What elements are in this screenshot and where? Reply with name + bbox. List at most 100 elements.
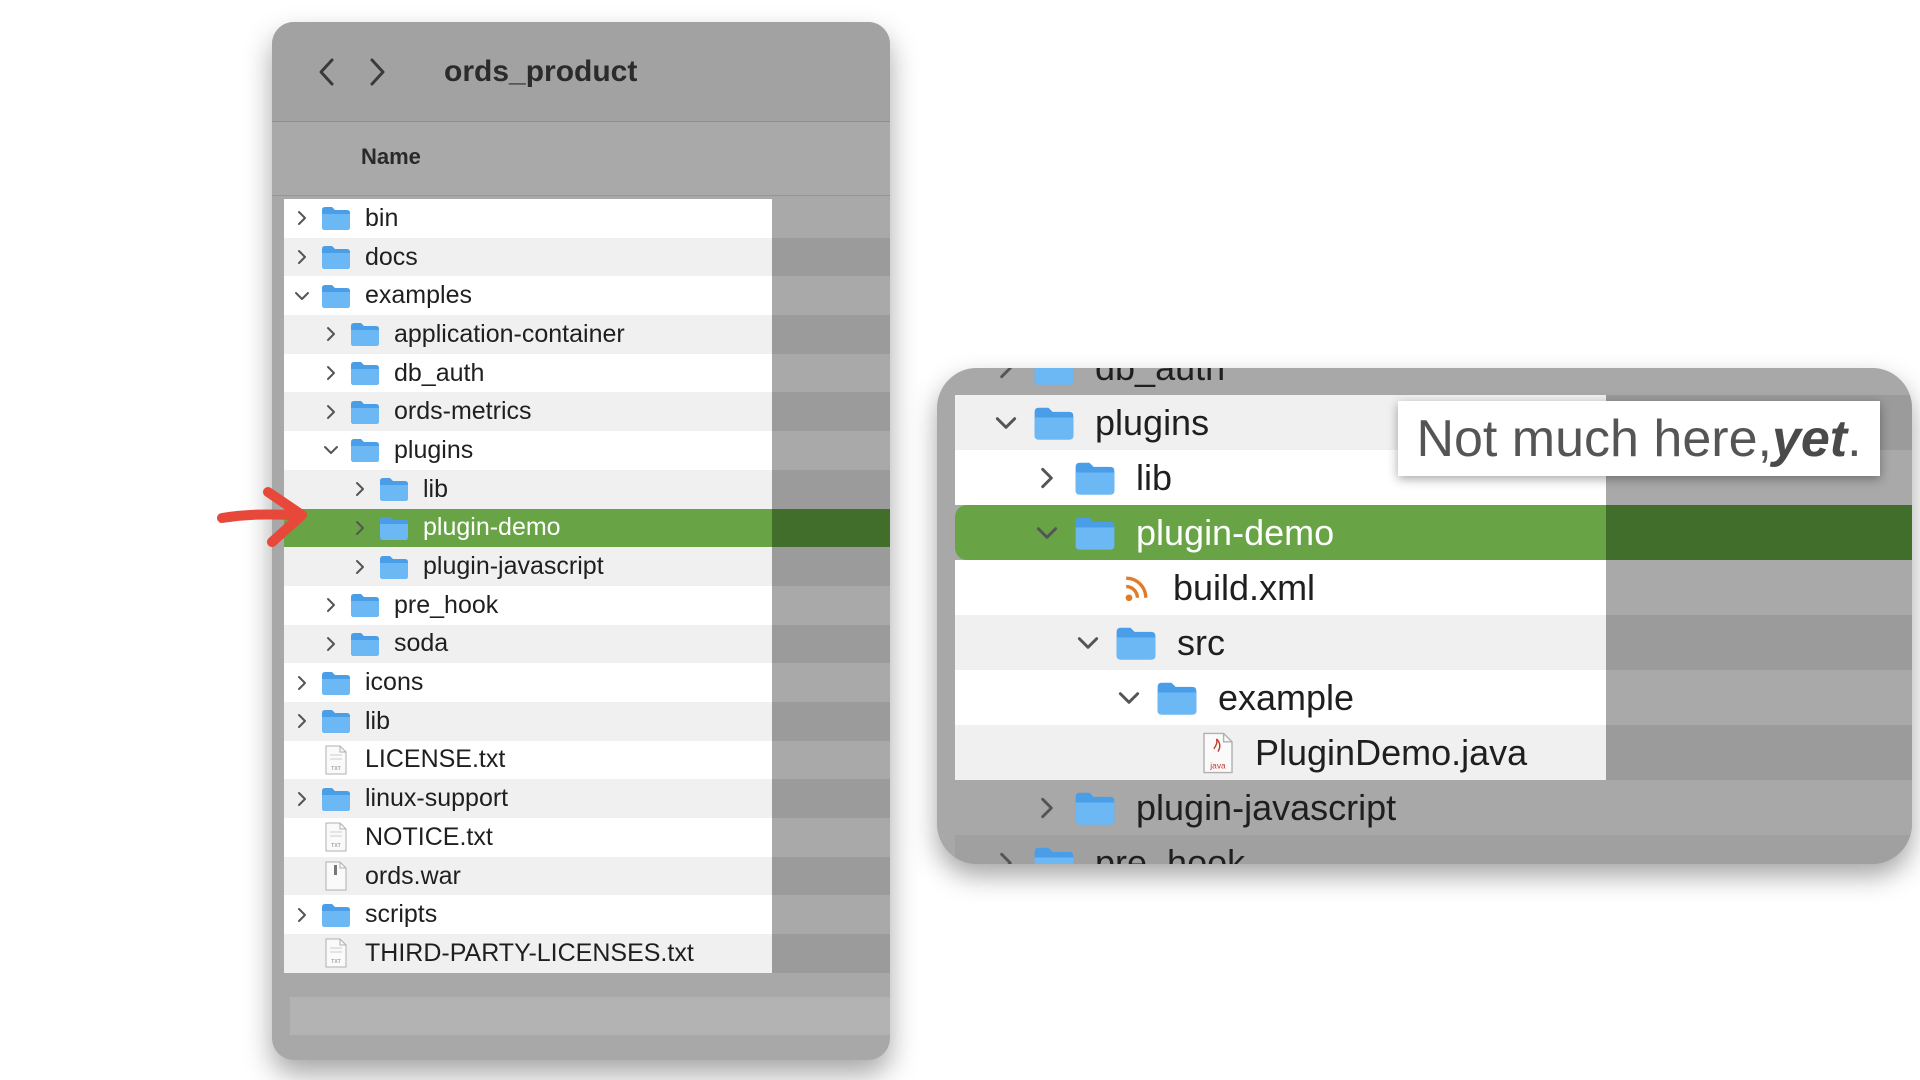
row-background-right — [1606, 835, 1912, 864]
tree-row[interactable]: ords.war — [284, 856, 890, 896]
tree-row[interactable]: pre_hook — [284, 585, 890, 625]
zoomed-tree-row[interactable]: pre_hook — [955, 835, 1912, 864]
disclosure-toggle[interactable] — [293, 906, 311, 924]
disclosure-toggle[interactable] — [1034, 795, 1060, 821]
file-icon-wrap: TXT — [324, 745, 348, 775]
disclosure-toggle[interactable] — [351, 519, 369, 537]
row-background — [955, 615, 1606, 670]
folder-icon — [351, 632, 379, 656]
zoomed-tree-row[interactable]: plugin-demo — [955, 505, 1912, 560]
disclosure-toggle[interactable] — [993, 368, 1019, 381]
tree-row[interactable]: lib — [284, 701, 890, 741]
disclosure-spacer — [1157, 740, 1183, 766]
tree-row[interactable]: icons — [284, 663, 890, 702]
zoomed-tree-row[interactable]: build.xml — [955, 560, 1912, 615]
disclosure-toggle[interactable] — [1075, 630, 1101, 656]
tree-row[interactable]: bin — [284, 199, 890, 238]
disclosure-toggle[interactable] — [293, 248, 311, 266]
svg-text:TXT: TXT — [331, 843, 340, 849]
file-icon-wrap — [1119, 567, 1153, 609]
chevron-right-icon — [327, 366, 335, 381]
tree-row[interactable]: linux-support — [284, 779, 890, 818]
folder-icon-wrap — [321, 670, 351, 696]
tree-row[interactable]: application-container — [284, 315, 890, 354]
tree-row[interactable]: ords-metrics — [284, 392, 890, 432]
disclosure-toggle[interactable] — [322, 596, 340, 614]
disclosure-toggle[interactable] — [1034, 520, 1060, 546]
row-background — [284, 663, 772, 702]
disclosure-toggle[interactable] — [322, 441, 340, 459]
zoomed-tree-row[interactable]: src — [955, 615, 1912, 670]
disclosure-toggle[interactable] — [322, 325, 340, 343]
row-background-right — [772, 895, 890, 935]
disclosure-toggle[interactable] — [993, 410, 1019, 436]
disclosure-spacer — [293, 944, 311, 962]
chevron-right-icon — [1041, 797, 1053, 818]
tree-row-label: scripts — [365, 900, 438, 929]
tree-row[interactable]: docs — [284, 237, 890, 277]
disclosure-toggle[interactable] — [322, 364, 340, 382]
folder-icon-wrap — [1115, 625, 1157, 661]
disclosure-toggle[interactable] — [293, 209, 311, 227]
forward-button[interactable] — [362, 52, 392, 92]
folder-icon — [1034, 368, 1074, 385]
disclosure-toggle[interactable] — [1034, 465, 1060, 491]
title-bar: ords_product — [272, 22, 890, 122]
row-background-right — [772, 856, 890, 896]
folder-icon-wrap — [1074, 460, 1116, 496]
folder-icon — [322, 246, 350, 270]
tree-row[interactable]: scripts — [284, 895, 890, 935]
row-background — [284, 508, 772, 548]
disclosure-toggle[interactable] — [293, 287, 311, 305]
disclosure-toggle[interactable] — [322, 635, 340, 653]
folder-icon-wrap — [379, 476, 409, 502]
tree-row-label: plugin-demo — [423, 513, 561, 542]
folder-icon — [1075, 792, 1115, 825]
disclosure-toggle[interactable] — [351, 480, 369, 498]
tree-row[interactable]: plugin-javascript — [284, 547, 890, 586]
folder-icon-wrap — [1156, 680, 1198, 716]
disclosure-toggle[interactable] — [993, 850, 1019, 864]
disclosure-toggle[interactable] — [351, 558, 369, 576]
tree-row[interactable]: db_auth — [284, 353, 890, 393]
row-background-right — [772, 663, 890, 702]
chevron-down-icon — [324, 446, 338, 455]
tree-row[interactable]: lib — [284, 469, 890, 509]
disclosure-toggle[interactable] — [1116, 685, 1142, 711]
chevron-right-icon — [370, 58, 385, 86]
disclosure-toggle[interactable] — [322, 403, 340, 421]
chevron-left-icon — [319, 58, 334, 86]
zoomed-tree-row[interactable]: example — [955, 670, 1912, 725]
tree-row[interactable]: plugins — [284, 431, 890, 470]
zoomed-tree-row[interactable]: db_auth — [955, 368, 1912, 395]
row-background-right — [1606, 670, 1912, 725]
tree-row[interactable]: soda — [284, 624, 890, 664]
folder-icon — [322, 284, 350, 308]
row-background — [284, 818, 772, 857]
annotation-callout: Not much here, yet. — [1398, 401, 1880, 476]
disclosure-toggle[interactable] — [293, 712, 311, 730]
folder-icon — [1075, 462, 1115, 495]
row-background — [284, 856, 772, 896]
folder-icon-wrap — [350, 321, 380, 347]
tree-row[interactable]: examples — [284, 276, 890, 316]
column-header[interactable]: Name — [272, 122, 890, 196]
chevron-right-icon — [327, 636, 335, 651]
disclosure-toggle[interactable] — [293, 790, 311, 808]
chevron-down-icon — [1036, 526, 1058, 539]
row-background — [284, 547, 772, 586]
tree-row-label: lib — [1136, 456, 1173, 498]
zoomed-tree-row[interactable]: plugin-javascript — [955, 780, 1912, 835]
back-button[interactable] — [312, 52, 342, 92]
tree-row[interactable]: plugin-demo — [284, 508, 890, 548]
row-background-right — [772, 315, 890, 354]
tree-row-label: soda — [394, 629, 449, 658]
row-background-right — [772, 469, 890, 509]
disclosure-toggle[interactable] — [293, 674, 311, 692]
chevron-right-icon — [356, 482, 364, 497]
tree-row-label: docs — [365, 242, 418, 271]
